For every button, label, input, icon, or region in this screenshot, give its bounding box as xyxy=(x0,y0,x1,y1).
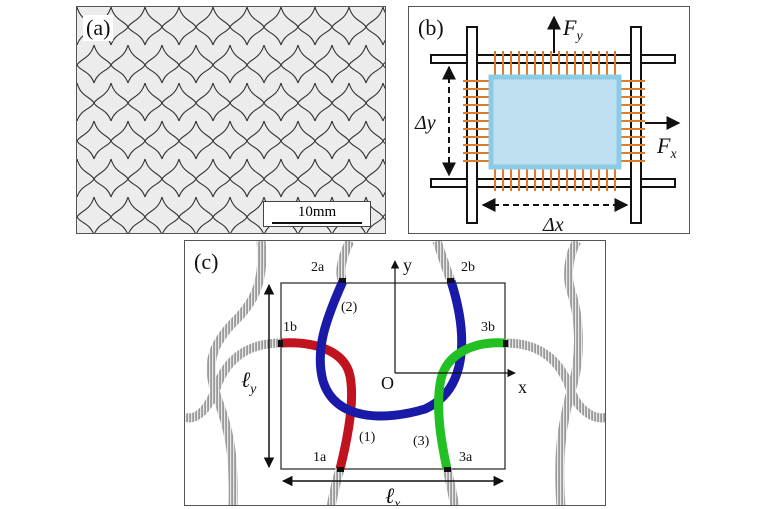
tensile-schematic-svg: Fy Fx Δy Δx xyxy=(414,15,681,234)
segment-3-green xyxy=(434,338,506,470)
mesh-fiber-lines xyxy=(77,7,385,233)
scale-bar-box: 10mm xyxy=(263,201,371,227)
panel-a-label: (a) xyxy=(83,15,114,41)
force-y-label: Fy xyxy=(562,15,583,44)
left-clamp-bar xyxy=(466,26,478,224)
origin-label: O xyxy=(381,373,394,393)
panel-c-label: (c) xyxy=(191,249,222,275)
unit-cell-svg: y x O ℓy ℓx 2a 2b 1b 3b 1a 3a (1) (2) (3… xyxy=(185,241,605,506)
sample-sheet xyxy=(488,74,622,170)
panel-a-mesh-photo: (a) 10mm xyxy=(76,6,386,234)
point-3b-label: 3b xyxy=(481,320,495,335)
scale-bar-line xyxy=(272,222,362,224)
junction-points xyxy=(278,278,508,472)
point-1b-label: 1b xyxy=(283,320,297,335)
segment-2-label: (2) xyxy=(341,300,358,315)
segment-1-label: (1) xyxy=(359,430,376,445)
bottom-clamp-bar xyxy=(430,178,676,188)
segment-1-red xyxy=(280,338,357,471)
delta-y-label: Δy xyxy=(414,112,436,134)
point-3a-label: 3a xyxy=(459,450,473,465)
point-2b-label: 2b xyxy=(461,260,475,275)
axis-y-label: y xyxy=(403,255,412,275)
lx-label: ℓx xyxy=(385,483,401,506)
ly-label: ℓy xyxy=(241,367,257,397)
top-clamp-bar xyxy=(430,54,676,64)
point-1a-label: 1a xyxy=(313,450,327,465)
panel-c-unit-cell: y x O ℓy ℓx 2a 2b 1b 3b 1a 3a (1) (2) (3… xyxy=(184,240,606,506)
axis-x-label: x xyxy=(518,377,527,397)
panel-b-label: (b) xyxy=(415,15,447,41)
right-clamp-bar xyxy=(630,26,642,224)
unit-cell-box xyxy=(280,282,506,470)
segment-3-label: (3) xyxy=(413,434,430,449)
force-x-label: Fx xyxy=(656,133,677,162)
point-2a-label: 2a xyxy=(311,260,325,275)
scale-bar-label: 10mm xyxy=(297,204,337,220)
panel-b-tensile-schematic: Fy Fx Δy Δx (b) xyxy=(408,6,690,234)
delta-x-label: Δx xyxy=(542,214,564,234)
knit-mesh-pattern xyxy=(77,7,385,233)
